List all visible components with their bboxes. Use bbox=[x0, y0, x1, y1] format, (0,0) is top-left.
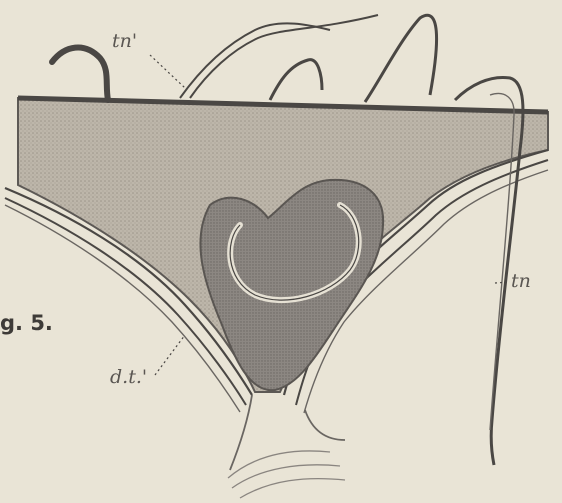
label-tn: tn bbox=[511, 272, 531, 291]
stalk bbox=[230, 395, 345, 470]
leader-tn-prime bbox=[150, 55, 185, 88]
process-1 bbox=[52, 47, 108, 100]
label-tn-prime: tn' bbox=[112, 32, 137, 51]
process-4 bbox=[365, 15, 437, 102]
leader-dt bbox=[155, 335, 185, 375]
figure-number-label: g. 5. bbox=[0, 313, 53, 334]
process-2b bbox=[190, 15, 378, 98]
stalk-fibers bbox=[228, 451, 345, 498]
label-dt: d.t.' bbox=[110, 368, 147, 387]
process-3 bbox=[270, 60, 322, 100]
